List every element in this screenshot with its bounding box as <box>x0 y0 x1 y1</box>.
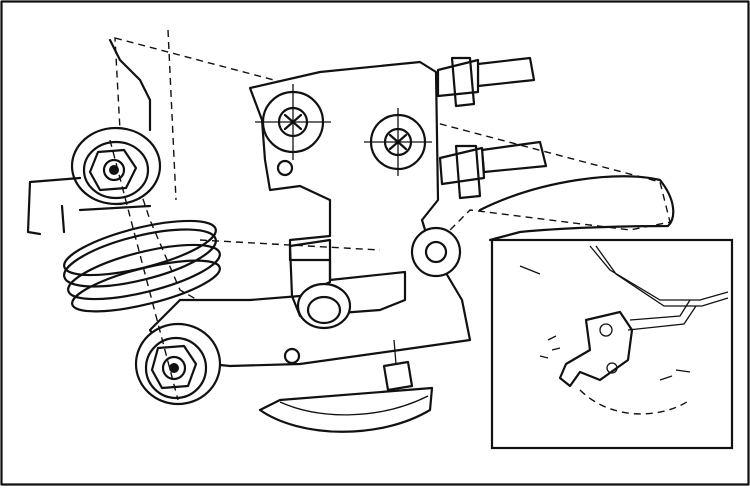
centre-line-pivots <box>109 139 179 401</box>
inset-photo <box>490 238 734 450</box>
lower-nut <box>382 339 414 392</box>
return-spring <box>63 219 221 313</box>
small-hole-upper <box>276 159 294 177</box>
left-support <box>26 176 152 236</box>
small-hole-lower <box>283 347 301 365</box>
centre-line-diagonal <box>199 239 381 251</box>
screw-left <box>255 84 331 160</box>
cable-upper <box>436 56 536 108</box>
screw-right <box>364 108 432 176</box>
lower-pivot-nut <box>134 322 222 406</box>
left-arm <box>108 38 152 132</box>
upper-pivot-nut <box>70 126 162 206</box>
centre-line-vertical-left <box>167 29 177 201</box>
sector-drum <box>258 386 434 433</box>
pivot-pin-right <box>410 226 462 278</box>
bracket-slot <box>288 238 407 318</box>
pedal-body-outline <box>478 175 675 242</box>
drum-arc <box>279 395 429 416</box>
cable-lower <box>438 140 548 200</box>
centre-bushing <box>296 282 352 330</box>
